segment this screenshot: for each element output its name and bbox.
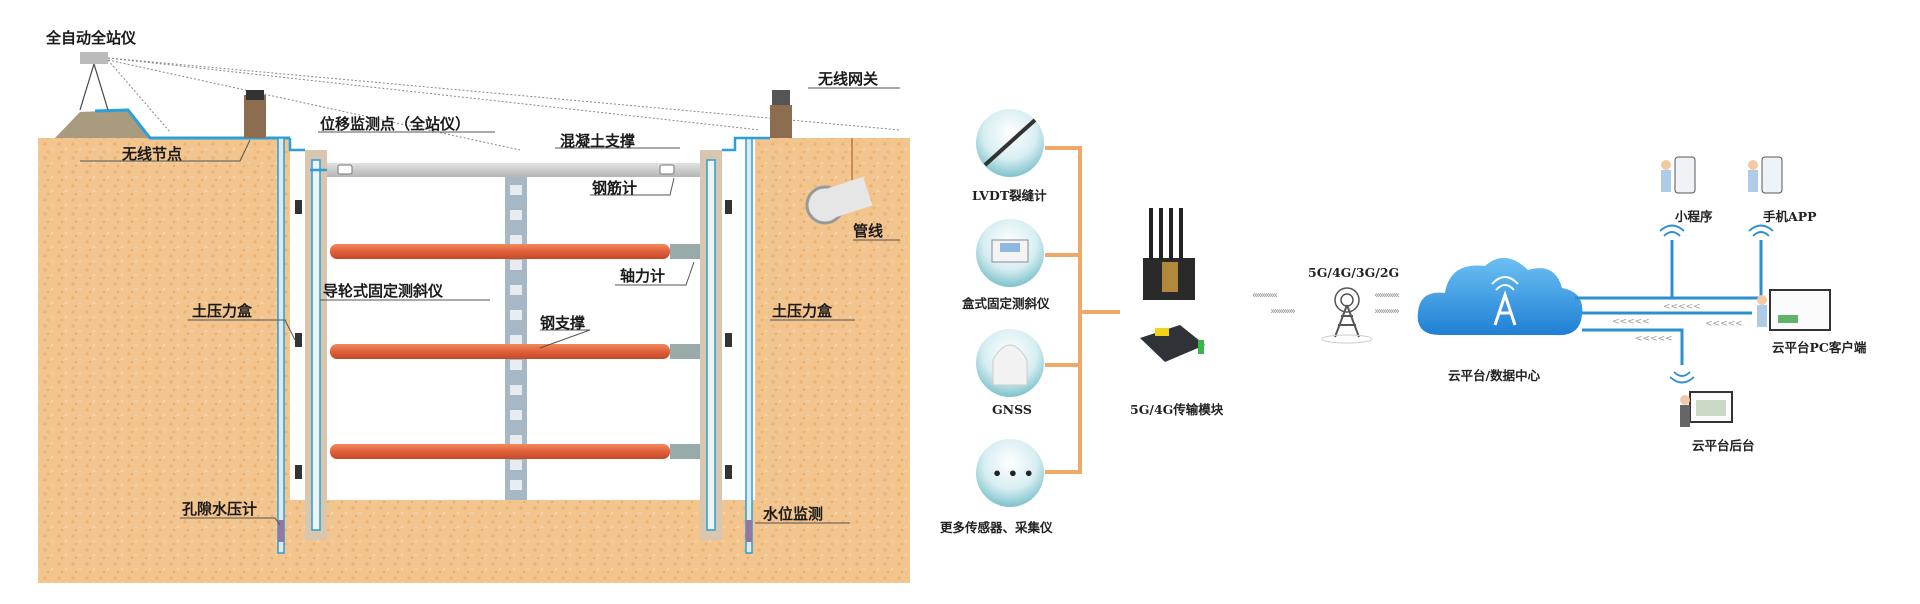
network-arrows-left-top: ‹‹‹‹‹‹‹‹‹‹‹‹ [1252,290,1278,301]
label-pipeline: 管线 [853,222,884,240]
network-arrows-left-bottom: ›››››››››››› [1270,306,1296,317]
label-client-mobile-app: 手机APP [1763,209,1817,224]
concrete-support-beam [327,163,700,177]
mini-program-user-icon [1661,156,1696,194]
label-wireless-node: 无线节点 [122,145,183,163]
pc-client-user-icon [1757,289,1831,331]
pit-section-svg [38,52,910,583]
more-sensors-glyph: • • • [992,464,1034,483]
label-guide-wheel-inclinometer: 导轮式固定测斜仪 [323,282,444,300]
flow-arrows-4: <<<<< [1635,334,1673,344]
label-earth-pressure-cell-left: 土压力盒 [192,302,253,320]
network-arrows-right-top: ‹‹‹‹‹‹‹‹‹‹‹‹ [1374,290,1400,301]
label-axial-force-meter: 轴力计 [620,267,666,285]
cloud-platform-icon [1417,257,1583,336]
label-rebar-meter: 钢筋计 [592,179,638,197]
soil-left [38,138,290,583]
steel-support-3 [330,444,670,459]
architecture-svg [976,109,1831,507]
mobile-app-user-icon [1748,156,1783,194]
more-sensors-icon [976,439,1044,507]
axial-force-meter [670,444,700,459]
flow-arrows-1: <<<<< [1663,302,1701,312]
earth-pressure-cell [295,200,302,214]
label-displacement-point: 位移监测点（全站仪） [320,115,471,133]
network-arrows-right-bottom: ›››››››››››› [1374,306,1400,317]
iot-architecture-diagram: LVDT裂缝计 盒式固定测斜仪 GNSS • • • 更多传感器、采集仪 5G/… [930,0,1920,600]
label-client-backend: 云平台后台 [1692,438,1755,453]
axial-force-meter [670,344,700,359]
label-sensor-more: 更多传感器、采集仪 [940,520,1053,535]
axial-force-meter [670,244,700,259]
earth-pressure-cell [295,465,302,479]
backend-user-icon [1680,391,1733,427]
wireless-gateway-cabinet [770,105,792,138]
label-transmission-module: 5G/4G传输模块 [1130,402,1224,417]
earth-pressure-cell [725,333,732,347]
wireless-node-cabinet [244,95,266,138]
label-network: 5G/4G/3G/2G [1308,265,1400,280]
label-sensor-gnss: GNSS [992,402,1032,417]
label-sensor-lvdt: LVDT裂缝计 [972,188,1047,203]
label-earth-pressure-cell-right: 土压力盒 [772,302,833,320]
wifi-icon [1669,371,1695,384]
mound [55,110,150,138]
cell-tower-icon [1321,287,1373,344]
pit-monitoring-diagram: 全自动全站仪 无线节点 位移监测点（全站仪） 混凝土支撑 无线网关 钢筋计 管线… [0,0,930,600]
label-client-mini-program: 小程序 [1675,209,1713,224]
soil-bottom [290,500,755,583]
label-wireless-gateway: 无线网关 [818,70,879,88]
total-station [80,52,108,64]
label-client-pc: 云平台PC客户端 [1772,340,1867,355]
sensor-bus [1045,146,1120,474]
label-steel-support: 钢支撑 [540,314,586,332]
label-water-level-monitoring: 水位监测 [763,505,824,523]
steel-support-2 [330,344,670,359]
steel-support-1 [330,244,670,259]
label-pore-water-pressure-meter: 孔隙水压计 [182,500,258,518]
label-concrete-support: 混凝土支撑 [560,132,636,150]
label-total-station: 全自动全站仪 [46,29,137,47]
flow-arrows-2: <<<<< [1612,317,1650,327]
wifi-icon [1659,224,1685,237]
wifi-icon [1748,224,1774,237]
dtu-module-icon [1140,325,1205,362]
earth-pressure-cell [295,333,302,347]
label-cloud-platform: 云平台/数据中心 [1448,368,1541,383]
label-sensor-box-inclinometer: 盒式固定测斜仪 [962,296,1050,311]
flow-arrows-3: <<<<< [1705,319,1743,329]
earth-pressure-cell [725,465,732,479]
router-device-icon [1143,208,1195,300]
earth-pressure-cell [725,200,732,214]
